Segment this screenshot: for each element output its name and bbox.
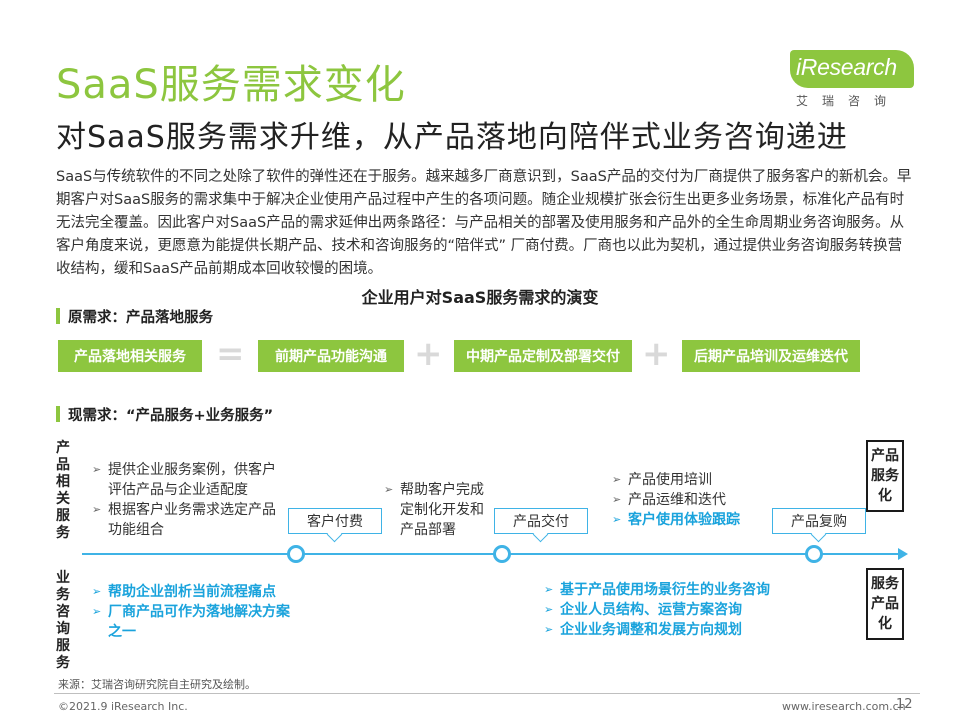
logo-cn: 艾瑞咨询 [796, 94, 901, 108]
list-item: 根据客户业务需求选定产品功能组合 [92, 500, 282, 540]
original-need-heading: 原需求：产品落地服务 [56, 306, 213, 327]
product-servitization-box: 产品服务化 [866, 440, 904, 512]
logo-text: iResearch [796, 54, 897, 80]
page-subtitle: 对SaaS服务需求升维，从产品落地向陪伴式业务咨询递进 [56, 120, 848, 155]
plus-sign-2: + [642, 334, 671, 374]
website-link[interactable]: www.iresearch.com.cn [782, 700, 906, 713]
list-item: 厂商产品可作为落地解决方案之一 [92, 602, 292, 642]
page-title: SaaS服务需求变化 [56, 62, 406, 108]
timeline-arrow-icon [898, 548, 908, 560]
early-stage-box: 前期产品功能沟通 [258, 340, 404, 372]
late-consulting-bullets: 基于产品使用场景衍生的业务咨询 企业人员结构、运营方案咨询 企业业务调整和发展方… [544, 580, 804, 640]
diagram-title: 企业用户对SaaS服务需求的演变 [361, 288, 599, 307]
late-product-bullets: 产品使用培训 产品运维和迭代 客户使用体验跟踪 [612, 470, 812, 530]
mid-stage-box: 中期产品定制及部署交付 [454, 340, 632, 372]
timeline-node-1 [287, 545, 305, 563]
service-productization-box: 服务产品化 [866, 568, 904, 640]
list-item: 帮助客户完成定制化开发和产品部署 [384, 480, 496, 540]
milestone-product-delivery: 产品交付 [494, 508, 588, 534]
early-product-bullets: 提供企业服务案例，供客户评估产品与企业适配度 根据客户业务需求选定产品功能组合 [92, 460, 282, 540]
intro-paragraph: SaaS与传统软件的不同之处除了软件的弹性还在于服务。越来越多厂商意识到，Saa… [56, 169, 912, 277]
list-item: 客户使用体验跟踪 [612, 510, 812, 530]
list-item: 基于产品使用场景衍生的业务咨询 [544, 580, 804, 600]
early-consulting-bullets: 帮助企业剖析当前流程痛点 厂商产品可作为落地解决方案之一 [92, 582, 292, 642]
list-item: 企业人员结构、运营方案咨询 [544, 600, 804, 620]
product-landing-box: 产品落地相关服务 [58, 340, 202, 372]
list-item: 提供企业服务案例，供客户评估产品与企业适配度 [92, 460, 282, 500]
page-number: 12 [896, 697, 913, 712]
mid-product-bullets: 帮助客户完成定制化开发和产品部署 [384, 480, 496, 540]
list-item: 产品运维和迭代 [612, 490, 812, 510]
plus-sign-1: + [414, 334, 443, 374]
business-consulting-label: 业务咨询服务 [56, 570, 70, 671]
milestone-product-repurchase: 产品复购 [772, 508, 866, 534]
product-service-label: 产品相关服务 [56, 440, 70, 541]
timeline-node-2 [493, 545, 511, 563]
timeline-line [82, 553, 902, 555]
copyright: ©2021.9 iResearch Inc. [58, 700, 188, 713]
source-note: 来源：艾瑞咨询研究院自主研究及绘制。 [58, 678, 256, 691]
footer-divider [54, 693, 920, 694]
list-item: 产品使用培训 [612, 470, 812, 490]
list-item: 企业业务调整和发展方向规划 [544, 620, 804, 640]
timeline-node-3 [805, 545, 823, 563]
equals-sign: = [216, 334, 245, 374]
current-need-heading: 现需求：“产品服务+业务服务” [56, 404, 273, 425]
logo-band [790, 50, 914, 88]
iresearch-logo: iResearch 艾瑞咨询 [790, 48, 920, 108]
late-stage-box: 后期产品培训及运维迭代 [682, 340, 860, 372]
list-item: 帮助企业剖析当前流程痛点 [92, 582, 292, 602]
milestone-customer-payment: 客户付费 [288, 508, 382, 534]
